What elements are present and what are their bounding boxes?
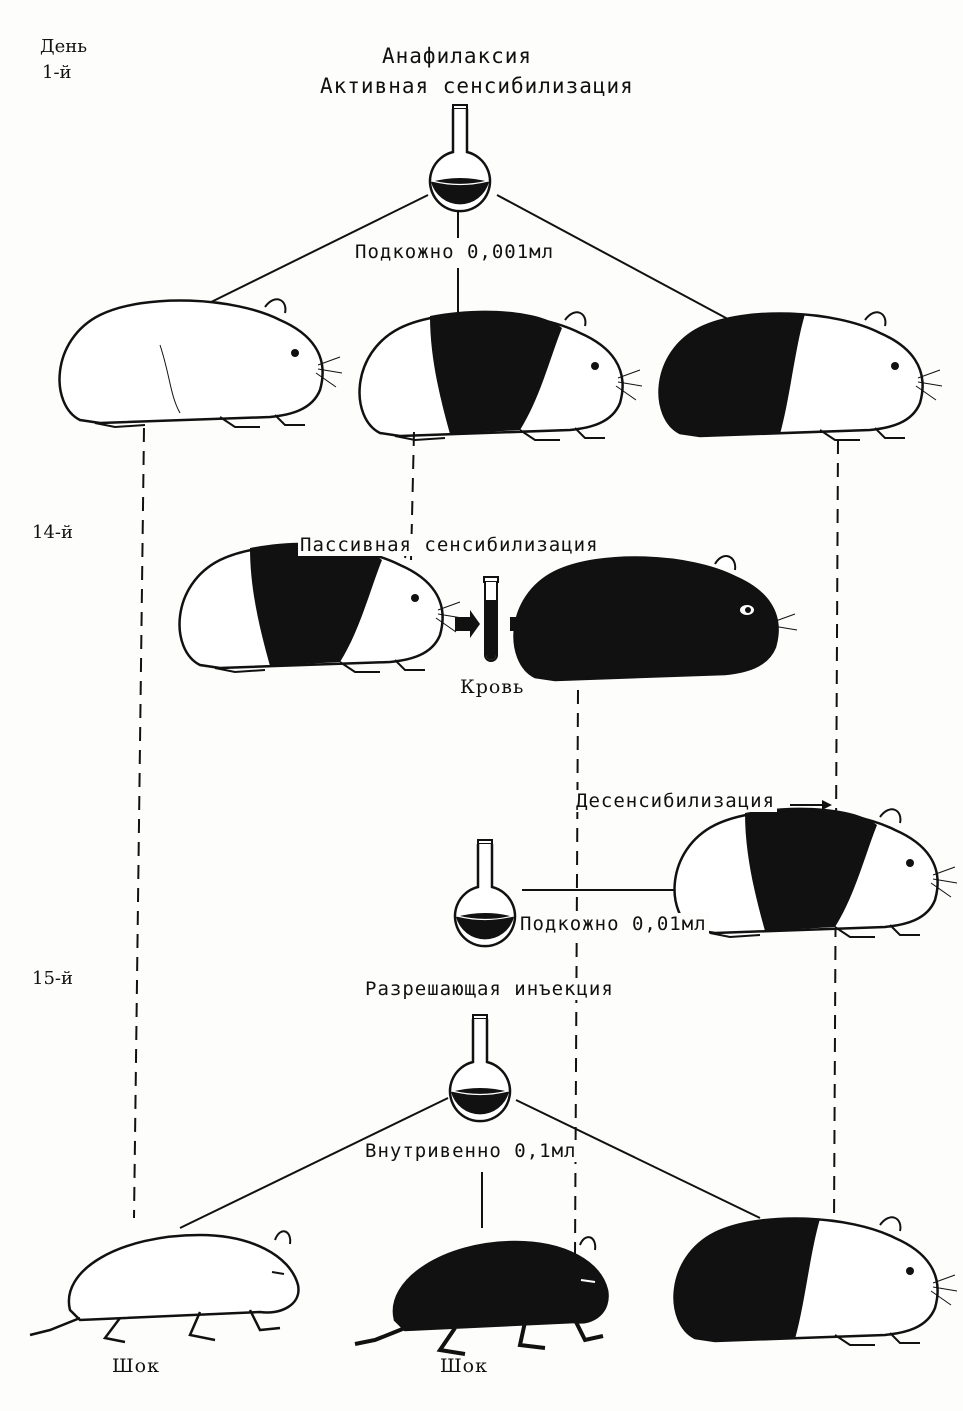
dashed-line-left [134,428,144,1218]
flask-icon-challenge [450,1015,510,1121]
guinea-pig-shock-white [30,1231,298,1342]
route-subcutaneous-001: Подкожно 0,01мл [518,913,709,935]
guinea-pig-white-day1 [60,299,342,427]
guinea-pig-shock-black [355,1237,608,1354]
blood-label: Кровь [458,676,526,698]
title-anaphylaxis: Анафилаксия [380,44,534,68]
shock-label-middle: Шок [438,1355,490,1377]
day-label: День [38,36,89,57]
guinea-pig-donor [180,543,462,672]
title-desensitization: Десенсибилизация [574,790,777,812]
guinea-pig-desensitized [675,808,957,937]
subtitle-active-sensitization: Активная сенсибилизация [318,74,636,98]
arrow-to-tube [455,610,480,638]
day-1-label: 1-й [40,62,74,83]
guinea-pig-piebald-day1 [360,311,642,440]
route-subcutaneous-0001: Подкожно 0,001мл [353,241,556,263]
guinea-pig-protected [675,1217,957,1345]
title-passive-sensitization: Пассивная сенсибилизация [298,534,601,556]
guinea-pig-recipient [515,556,797,680]
day-15-label: 15-й [30,968,75,989]
flask-icon-active [430,105,490,211]
dashed-line-middle-lower [575,690,578,1255]
day-14-label: 14-й [30,522,75,543]
flask-icon-desensitization [455,840,515,946]
route-intravenous-01: Внутривенно 0,1мл [363,1140,578,1162]
shock-label-left: Шок [110,1355,162,1377]
guinea-pig-rear-black-day1 [660,312,942,440]
test-tube-icon [484,577,498,661]
title-challenge-injection: Разрешающая инъекция [363,978,616,1000]
